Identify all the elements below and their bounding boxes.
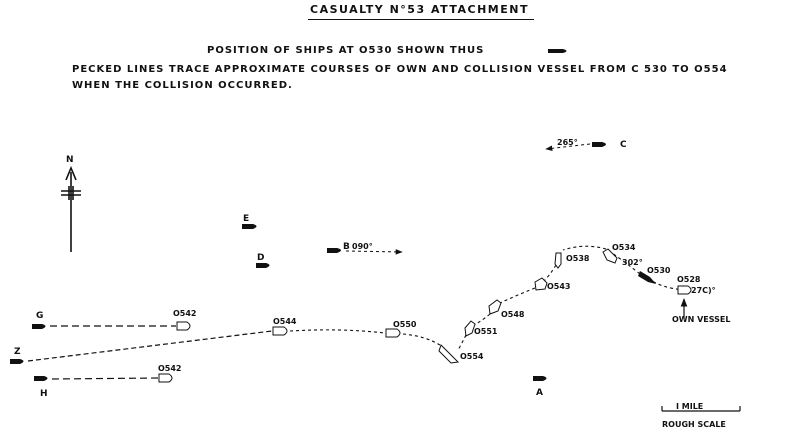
scale-caption: ROUGH SCALE — [662, 420, 726, 429]
ship-d-label: D — [257, 253, 264, 263]
ship-g-track — [32, 321, 191, 331]
ship-g-label: G — [36, 311, 43, 321]
time-0530: O530 — [647, 266, 671, 275]
time-0543: O543 — [547, 282, 571, 291]
legend-pecked-text-2: WHEN THE COLLISION OCCURRED. — [72, 80, 293, 91]
time-0550: O550 — [393, 320, 417, 329]
scale-bar — [661, 406, 741, 412]
ship-d — [256, 263, 270, 268]
ship-h-time-0542: O542 — [158, 364, 182, 373]
ship-h-track — [34, 373, 173, 383]
own-vessel-track — [457, 245, 692, 351]
own-heading-302: 302° — [622, 258, 643, 267]
time-0544: O544 — [273, 317, 297, 326]
time-0528: O528 — [677, 275, 701, 284]
ship-a — [533, 376, 547, 381]
time-0554: O554 — [460, 352, 484, 361]
time-0538: O538 — [566, 254, 590, 263]
own-heading-270: 27C)° — [691, 286, 716, 295]
north-label: N — [66, 155, 74, 165]
legend-position-text: POSITION OF SHIPS AT O530 SHOWN THUS — [207, 45, 485, 56]
ship-c — [545, 142, 606, 152]
ship-h-label: H — [40, 389, 48, 399]
ship-a-label: A — [536, 388, 543, 398]
ship-b-label: B — [343, 242, 350, 252]
ship-c-label: C — [620, 140, 627, 150]
collision-vessel-track — [10, 326, 460, 364]
title-underline — [308, 19, 534, 20]
ship-c-heading: 265° — [557, 138, 578, 147]
ship-z-label: Z — [14, 347, 21, 357]
ship-e — [242, 224, 257, 229]
own-vessel-label: OWN VESSEL — [672, 315, 731, 324]
ship-b-heading: 090° — [352, 242, 373, 251]
north-arrow — [61, 165, 81, 252]
time-0548: O548 — [501, 310, 525, 319]
ship-g-time-0542: O542 — [173, 309, 197, 318]
ship-e-label: E — [243, 214, 249, 224]
legend-pecked-text: PECKED LINES TRACE APPROXIMATE COURSES O… — [72, 64, 728, 75]
time-0551: O551 — [474, 327, 498, 336]
ship-b — [327, 248, 403, 255]
legend-ship-symbol — [548, 49, 567, 53]
diagram-title: CASUALTY N°53 ATTACHMENT — [310, 3, 529, 16]
scale-label: I MILE — [676, 402, 703, 411]
time-0534: O534 — [612, 243, 636, 252]
